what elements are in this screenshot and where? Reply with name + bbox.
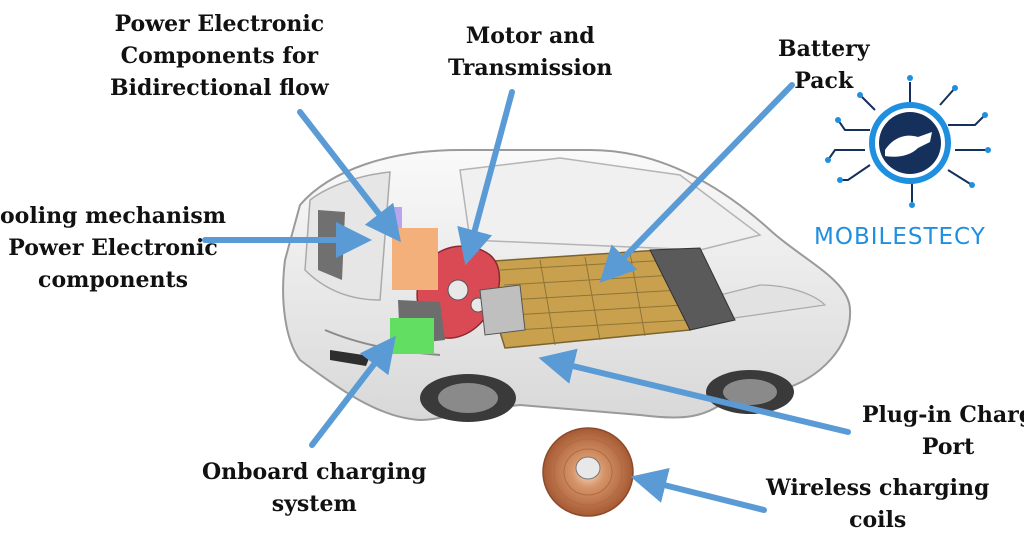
arrow-onboard bbox=[309, 335, 396, 448]
label-onboard-charging: Onboard charging system bbox=[202, 459, 427, 517]
arrow-power-electronics bbox=[297, 109, 402, 243]
wheels bbox=[420, 370, 794, 422]
arrow-plug-in bbox=[538, 348, 851, 435]
arrow-motor bbox=[457, 89, 515, 266]
arrow-wireless bbox=[630, 467, 767, 513]
label-power-electronics-bidirectional: Power Electronic Components for Bidirect… bbox=[110, 11, 329, 101]
label-plug-in-charge-port: Plug-in Charg Port bbox=[862, 402, 1024, 460]
label-battery-pack: Battery Pack bbox=[778, 36, 870, 94]
label-motor-transmission: Motor and Transmission bbox=[448, 23, 613, 81]
logo-text: MOBILESTECY bbox=[814, 224, 986, 250]
callout-arrows bbox=[202, 82, 851, 513]
label-cooling-mechanism: ooling mechanism Power Electronic compon… bbox=[0, 203, 227, 293]
arrow-battery bbox=[599, 82, 795, 283]
wireless-coil bbox=[542, 427, 634, 517]
component-boxes bbox=[390, 207, 438, 354]
mobilestecy-logo-emblem bbox=[825, 75, 991, 208]
label-wireless-charging-coils: Wireless charging coils bbox=[766, 475, 990, 533]
